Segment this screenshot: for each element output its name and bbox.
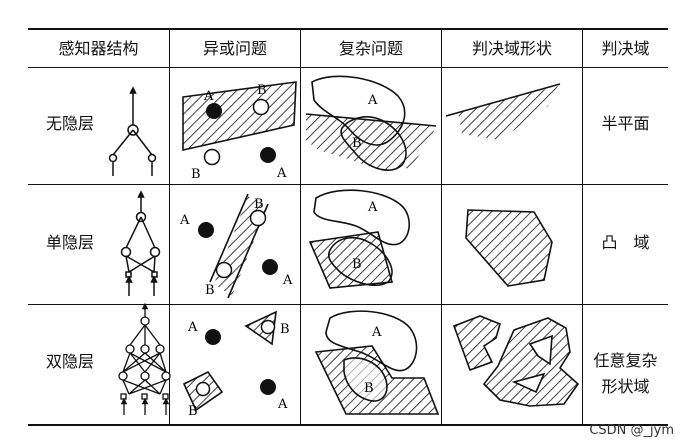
row2-complex-figure: A B [308,189,410,289]
row1-region-label: 半平面 [601,114,650,133]
header-rule [28,67,668,68]
table-bottom-rule [28,424,668,426]
complex2-label-a: A [367,200,378,215]
row1-structure-label: 无隐层 [45,114,94,133]
xor2-label-a1: A [179,213,190,228]
row3-region-shape [452,315,580,407]
row1-xor-figure: A B B A [182,81,297,182]
col-sep-3 [441,28,442,426]
header-complex: 复杂问题 [338,38,403,58]
xor1-label-b1: B [257,83,267,98]
row1-complex-figure: A B [305,75,437,171]
row3-region-label-2: 形状域 [601,377,650,396]
complex1-label-b: B [352,136,362,151]
row1-region-shape [445,83,561,140]
xor3-label-a2: A [277,397,288,412]
header-structure: 感知器结构 [58,38,139,58]
complex1-label-a: A [367,93,378,108]
header-region: 判决域 [601,38,650,58]
complex3-label-a: A [371,325,382,340]
header-region-shape: 判决域形状 [471,38,552,58]
xor2-label-b1: B [254,197,264,212]
xor2-label-b2: B [205,283,215,298]
xor1-label-b2: B [191,167,201,182]
xor3-label-a1: A [187,320,198,335]
table-top-rule [28,28,668,30]
row1-network-diagram [108,86,157,176]
complex2-label-b: B [352,257,362,272]
xor1-label-a1: A [203,89,214,104]
xor3-label-b2: B [188,404,198,419]
row3-xor-figure: A B B A [182,310,290,419]
row2-region-shape [465,209,553,287]
col-sep-4 [582,28,583,426]
complex3-label-b: B [364,381,374,396]
row3-region-label-1: 任意复杂 [593,351,658,370]
xor1-label-a2: A [276,166,287,181]
col-sep-1 [169,28,170,426]
xor3-label-b1: B [280,322,290,337]
row3-structure-label: 双隐层 [45,352,94,371]
row2-region-label: 凸 域 [601,233,650,252]
row2-rule [28,304,668,305]
watermark: CSDN @_jym [589,423,674,438]
col-sep-2 [300,28,301,426]
row3-network-diagram [118,302,171,415]
xor2-label-a2: A [282,273,293,288]
row2-network-diagram [120,190,161,296]
row2-xor-figure: A B B A [179,193,293,299]
header-xor: 异或问题 [202,38,267,58]
row3-complex-figure: A B [314,310,440,415]
row2-structure-label: 单隐层 [45,233,94,252]
row1-rule [28,184,668,185]
